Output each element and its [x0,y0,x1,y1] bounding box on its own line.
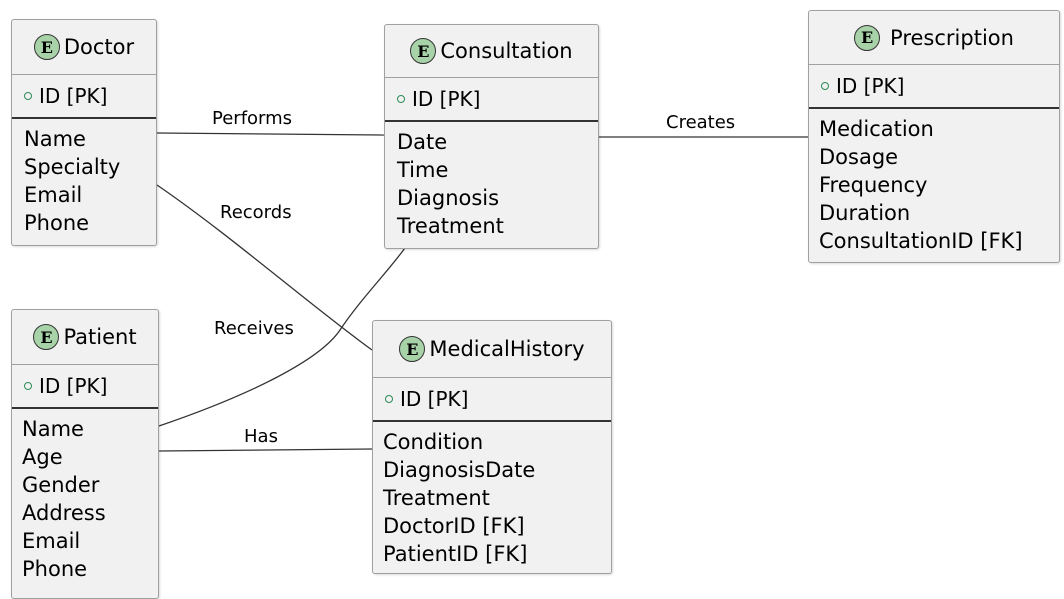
receives-line [158,247,406,427]
entity-header: E Patient [12,310,158,365]
relationship-label-receives: Receives [214,318,294,339]
relationship-lines [156,132,808,452]
primary-key-label: ID [PK] [39,374,108,398]
entity-title: Doctor [63,35,135,59]
attribute: Address [22,501,106,525]
entity-patient[interactable]: E Patient ID [PK] Name Age Gender Addres… [11,309,159,599]
primary-key-label: ID [PK] [412,87,481,111]
attribute-list: Date Time Diagnosis Treatment [385,122,598,240]
primary-key-row: ID [PK] [12,75,156,119]
entity-prescription[interactable]: E Prescription ID [PK] Medication Dosage… [808,10,1060,263]
primary-key-label: ID [PK] [400,387,469,411]
relationship-label-records: Records [220,202,292,223]
entity-header: E Doctor [12,20,156,75]
primary-key-label: ID [PK] [39,84,108,108]
entity-header: E MedicalHistory [373,321,611,378]
has-line [158,448,373,452]
attribute: PatientID [FK] [383,542,528,566]
primary-key-row: ID [PK] [373,378,611,422]
relationship-label-creates: Creates [666,112,736,133]
attribute-list: Name Specialty Email Phone [12,119,156,237]
attribute: Email [22,529,81,553]
attribute-list: Condition DiagnosisDate Treatment Doctor… [373,422,611,568]
attribute: Date [397,130,448,154]
relationship-label-performs: Performs [212,108,293,129]
attribute: Frequency [819,173,928,197]
attribute: Duration [819,201,911,225]
attribute: Treatment [383,486,490,510]
attribute: DoctorID [FK] [383,514,525,538]
key-marker-icon [397,95,405,103]
attribute: Medication [819,117,934,141]
entity-title: Prescription [890,25,1014,50]
attribute: Diagnosis [397,186,500,210]
attribute: Condition [383,430,484,454]
entity-header: E Consultation [385,25,598,78]
records-line [156,184,373,351]
attribute: Name [22,417,84,441]
attribute: Dosage [819,145,899,169]
primary-key-row: ID [PK] [12,365,158,409]
entity-header: E Prescription [809,11,1059,65]
attribute: Treatment [397,214,504,238]
entity-consultation[interactable]: E Consultation ID [PK] Date Time Diagnos… [384,24,599,249]
attribute-list: Name Age Gender Address Email Phone [12,409,158,583]
attribute: Name [24,127,86,151]
entity-e-icon: E [33,324,60,350]
attribute: DiagnosisDate [383,458,536,482]
attribute: Email [24,183,83,207]
key-marker-icon [24,92,32,100]
key-marker-icon [385,395,393,403]
primary-key-label: ID [PK] [836,74,905,98]
attribute-list: Medication Dosage Frequency Duration Con… [809,109,1059,255]
attribute: Time [397,158,449,182]
key-marker-icon [24,382,32,390]
attribute: Phone [22,557,88,581]
entity-title: Consultation [440,39,573,63]
attribute: Age [22,445,63,469]
entity-medical-history[interactable]: E MedicalHistory ID [PK] Condition Diagn… [372,320,612,574]
primary-key-row: ID [PK] [809,65,1059,109]
entity-e-icon: E [854,24,881,51]
entity-title: Patient [63,325,137,349]
attribute: Phone [24,211,90,235]
primary-key-row: ID [PK] [385,78,598,122]
performs-line [156,132,385,136]
entity-doctor[interactable]: E Doctor ID [PK] Name Specialty Email Ph… [11,19,157,246]
entity-title: MedicalHistory [429,337,585,361]
attribute: Specialty [24,155,121,179]
attribute: ConsultationID [FK] [819,229,1023,253]
entity-e-icon: E [410,38,437,64]
entity-e-icon: E [33,34,60,60]
relationship-label-has: Has [244,426,278,447]
key-marker-icon [821,82,829,90]
entity-e-icon: E [399,336,426,362]
attribute: Gender [22,473,100,497]
